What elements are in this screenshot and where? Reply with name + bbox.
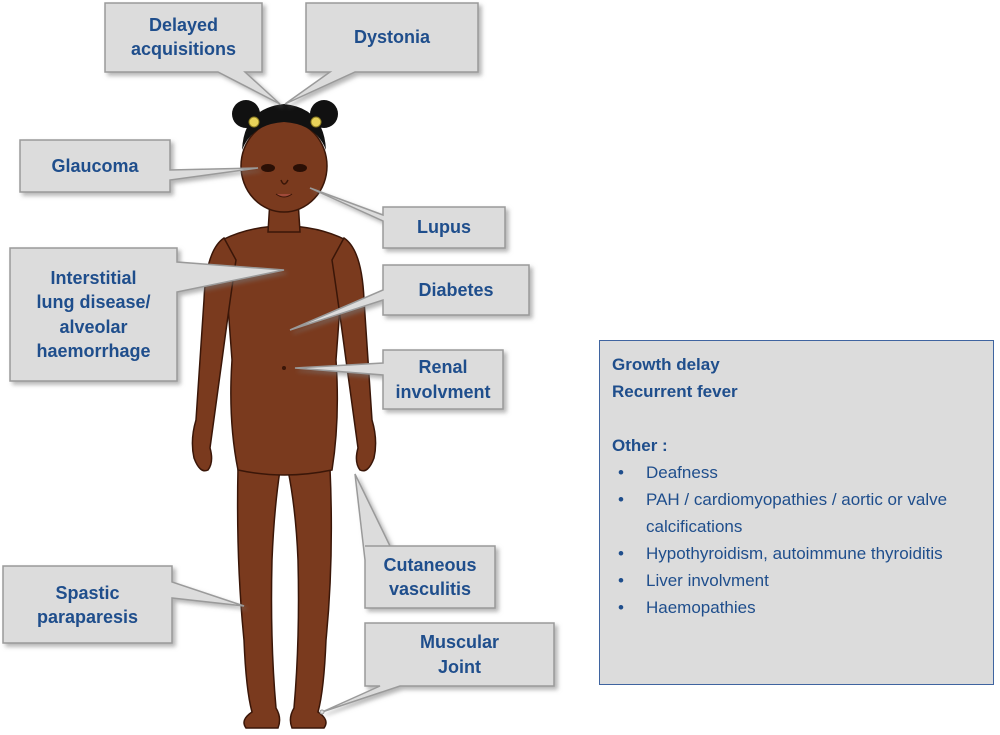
callout-spastic <box>2 565 245 644</box>
right-arm <box>331 236 377 472</box>
recurrent-fever-label: Recurrent fever <box>612 382 738 401</box>
head <box>240 119 328 213</box>
right-leg <box>287 467 333 729</box>
callout-dystonia <box>284 2 479 105</box>
mouth <box>275 193 293 198</box>
callout-lupus <box>309 187 506 249</box>
callout-interstitial-lung <box>9 247 285 382</box>
torso <box>221 225 347 476</box>
list-item: •Liver involvment <box>612 567 981 594</box>
pointer-tip-muscular <box>319 709 325 715</box>
right-hair-tie <box>310 116 322 128</box>
bullet-icon: • <box>618 463 624 482</box>
bullet-icon: • <box>618 544 624 563</box>
callout-delayed-acquisitions <box>104 2 281 105</box>
callout-label-muscular: Muscular Joint <box>419 632 500 677</box>
info-panel: Growth delay Recurrent fever Other : •De… <box>599 340 994 685</box>
navel <box>282 366 286 370</box>
callout-label-renal: Renal involvment <box>395 357 491 402</box>
hair <box>232 100 338 150</box>
left-hair-tie <box>248 116 260 128</box>
callout-label-diabetes: Diabetes <box>418 279 494 300</box>
left-leg <box>236 467 281 729</box>
right-eye <box>293 164 307 172</box>
callout-diabetes <box>289 264 530 331</box>
left-eye <box>261 164 275 172</box>
callout-label-cutaneous: Cutaneous vasculitis <box>383 554 477 599</box>
list-item: •Deafness <box>612 459 981 486</box>
other-label: Other : <box>612 436 668 455</box>
callout-label-dystonia: Dystonia <box>353 26 431 47</box>
child-figure <box>191 119 377 729</box>
list-item: •PAH / cardiomyopathies / aortic or valv… <box>612 486 981 540</box>
callout-label-interstitial-lung: Interstitial lung disease/ alveolar haem… <box>36 267 151 361</box>
bullet-icon: • <box>618 598 624 617</box>
list-item: •Haemopathies <box>612 594 981 621</box>
nose <box>280 179 289 185</box>
callout-label-glaucoma: Glaucoma <box>51 155 139 176</box>
list-item: •Hypothyroidism, autoimmune thyroiditis <box>612 540 981 567</box>
growth-delay-label: Growth delay <box>612 355 720 374</box>
face <box>261 164 307 370</box>
left-arm <box>191 236 237 472</box>
callout-renal <box>294 349 504 410</box>
callout-glaucoma <box>19 139 259 193</box>
callout-label-delayed-acquisitions: Delayed acquisitions <box>130 14 237 59</box>
bullet-icon: • <box>618 571 624 590</box>
callout-label-lupus: Lupus <box>417 217 471 238</box>
callout-cutaneous <box>354 473 496 609</box>
callout-label-spastic: Spastic paraparesis <box>36 582 139 627</box>
bullet-icon: • <box>618 490 624 509</box>
other-list: •Deafness •PAH / cardiomyopathies / aort… <box>612 459 981 621</box>
callout-muscular <box>321 622 555 713</box>
